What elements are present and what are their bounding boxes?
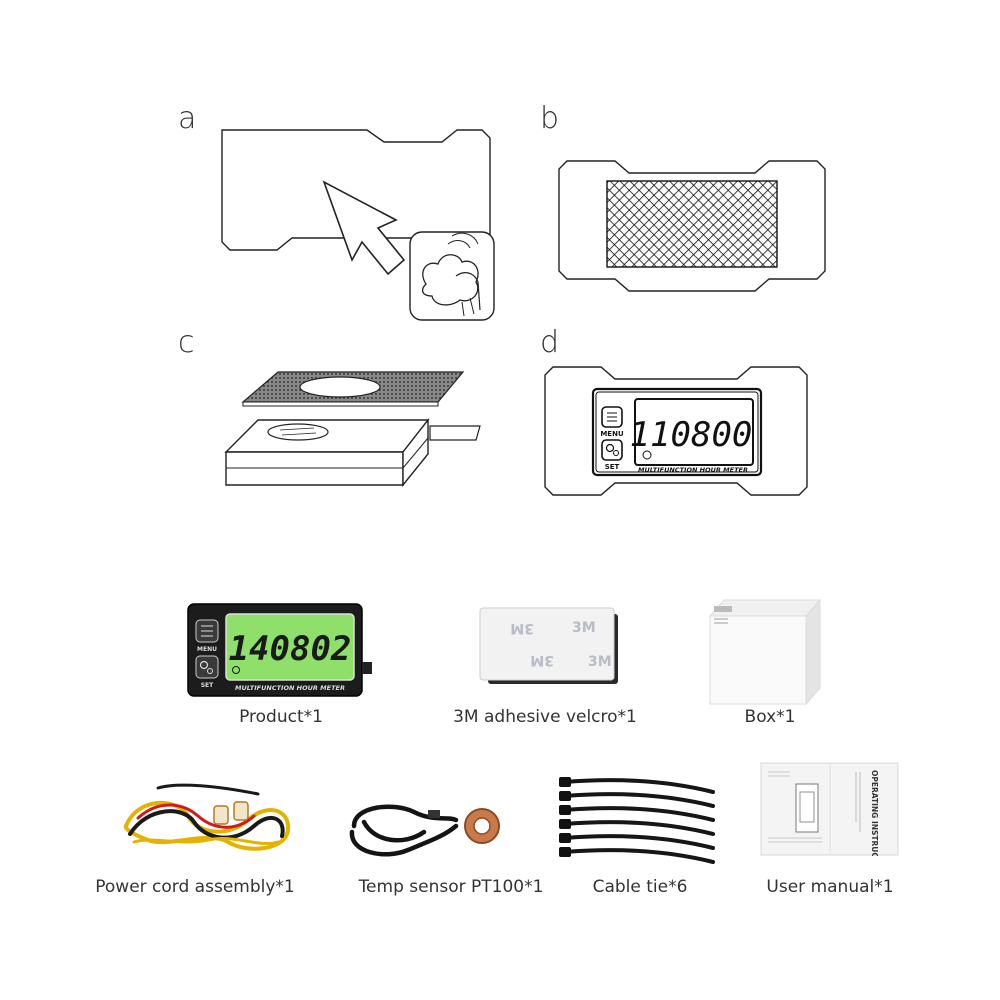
- step-b-apply-velcro-illustration: [558, 160, 826, 292]
- cable-ties-photo: [559, 777, 715, 864]
- temp-sensor-photo: [349, 804, 500, 857]
- product-meter-photo: 140802 MENU SET MULTIFUNCTION HOUR METER: [187, 603, 372, 697]
- box-label-mark: [714, 606, 732, 612]
- brand-mark: 3M: [530, 652, 554, 668]
- menu-label: MENU: [197, 646, 217, 653]
- item-caption-velcro: 3M adhesive velcro*1: [453, 707, 637, 727]
- velcro-adhesive-photo: 3M 3M 3M 3M: [479, 607, 618, 684]
- cord-connector: [233, 801, 249, 821]
- menu-label: MENU: [600, 430, 624, 438]
- cord-connector: [213, 805, 229, 825]
- set-button-icon: [601, 439, 623, 461]
- set-label: SET: [605, 463, 620, 471]
- item-caption-power-cord: Power cord assembly*1: [95, 877, 295, 897]
- brand-mark: 3M: [572, 620, 596, 636]
- item-caption-temp-sensor: Temp sensor PT100*1: [358, 877, 544, 897]
- step-label-a: a: [178, 101, 197, 136]
- step-label-d: d: [540, 325, 560, 360]
- arrow-icon: [322, 180, 406, 276]
- step-a-clean-surface-illustration: [221, 129, 495, 321]
- meter-footer-text: MULTIFUNCTION HOUR METER: [235, 684, 345, 692]
- brand-mark: 3M: [510, 620, 534, 636]
- item-caption-product: Product*1: [239, 707, 323, 727]
- meter-side-connector: [362, 662, 372, 674]
- step-label-b: b: [540, 101, 560, 136]
- velcro-layer: [241, 371, 465, 407]
- lcd-reading: 140802: [229, 629, 352, 669]
- lcd-reading: 110800: [630, 415, 753, 455]
- set-label: SET: [201, 682, 214, 689]
- brand-mark: 3M: [588, 654, 612, 670]
- meter-body: [224, 417, 481, 487]
- step-c-attach-meter-illustration: [224, 371, 481, 487]
- step-d-mounted-meter-illustration: 110800 MENU SET MULTIFUNCTION HOUR METER: [544, 366, 808, 496]
- item-caption-cable-tie: Cable tie*6: [592, 877, 688, 897]
- velcro-liner: [479, 607, 615, 681]
- clock-icon: [642, 450, 652, 460]
- meter-footer-text: MULTIFUNCTION HOUR METER: [638, 466, 748, 474]
- step-label-c: c: [178, 325, 195, 360]
- user-manual-photo: OPERATING INSTRUCTIONS: [760, 762, 899, 856]
- packaging-box-photo: [708, 598, 822, 706]
- lcd-window: [634, 398, 754, 466]
- clock-icon: [232, 666, 240, 674]
- velcro-patch: [606, 180, 778, 268]
- sensor-crimp: [428, 810, 440, 818]
- wiping-hand-icon: [409, 231, 495, 321]
- manual-heading: OPERATING INSTRUCTIONS: [870, 770, 879, 856]
- item-caption-box: Box*1: [744, 707, 796, 727]
- cable-connector: [429, 425, 481, 441]
- item-caption-user-manual: User manual*1: [766, 877, 894, 897]
- lcd-backlit-window: [225, 613, 355, 681]
- power-cord-assembly-photo: [123, 783, 291, 851]
- manual-meter-sketch: [795, 783, 819, 833]
